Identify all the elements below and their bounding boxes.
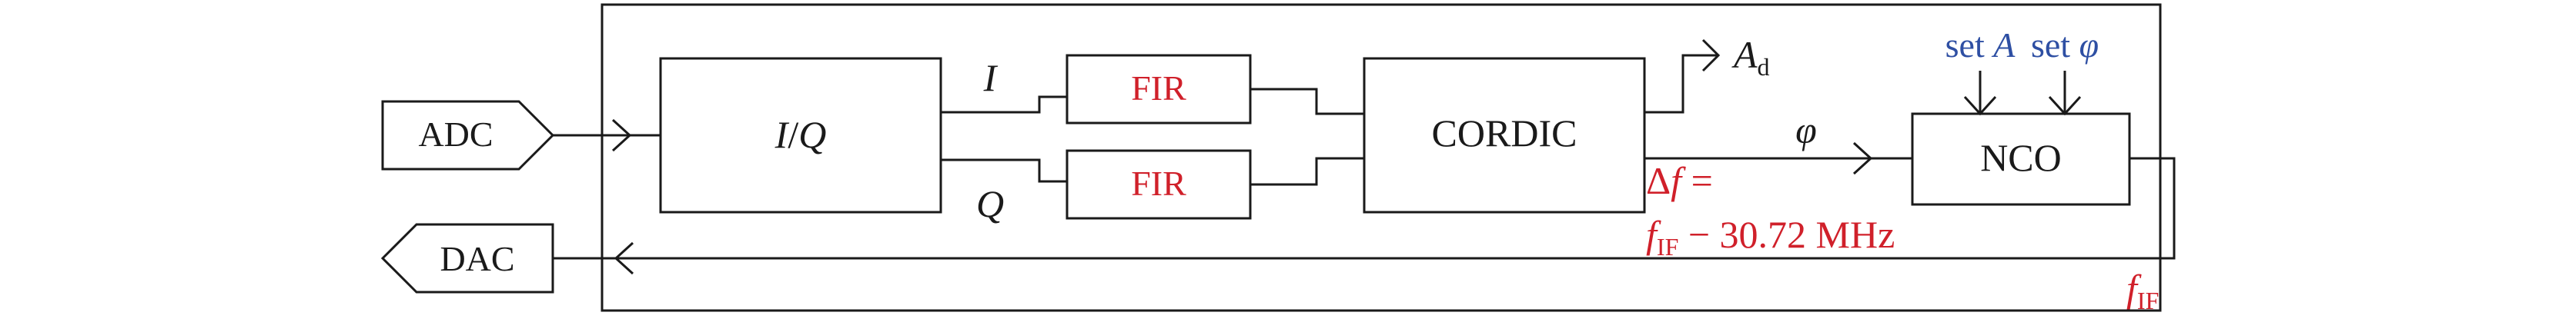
set-a-arrowhead: [1963, 95, 1997, 116]
phase-signal-label: φ: [1795, 108, 1817, 151]
if-feedback-arrowhead: [614, 241, 634, 275]
delta-f-formula: fIF − 30.72 MHz: [1646, 213, 1895, 261]
nco-block: NCO: [1911, 112, 2131, 206]
adc-label: ADC: [418, 115, 493, 154]
q-path-wire: [941, 158, 1067, 183]
i-path-wire: [941, 95, 1067, 114]
phase-arrowhead: [1852, 141, 1873, 175]
q-signal-label: Q: [976, 182, 1004, 225]
set-a-label: set A: [1945, 25, 2016, 65]
fir-bottom-label: FIR: [1131, 164, 1186, 203]
cordic-block: CORDIC: [1363, 57, 1646, 214]
iq-block-label: I/Q: [774, 113, 827, 156]
i-signal-label: I: [983, 56, 999, 99]
set-phi-label: set φ: [2031, 25, 2099, 65]
amplitude-output-arrowhead: [1701, 38, 1721, 72]
iq-demodulator-block: I/Q: [659, 57, 942, 214]
fir-bottom-to-cordic-wire: [1250, 157, 1364, 186]
fir-bottom-block: FIR: [1066, 149, 1252, 220]
nco-label: NCO: [1980, 136, 2062, 179]
dac-label: DAC: [440, 239, 514, 278]
adc-to-iq-arrowhead: [611, 118, 632, 152]
fir-top-block: FIR: [1066, 54, 1252, 125]
fir-top-label: FIR: [1131, 68, 1186, 108]
delta-f-annotation: Δf =: [1646, 159, 1713, 202]
adc-port: ADC: [381, 100, 555, 171]
fir-top-to-cordic-wire: [1250, 88, 1364, 115]
amplitude-output-wire: [1644, 54, 1718, 114]
set-phi-arrowhead: [2048, 95, 2082, 116]
iq-label-slash: /: [788, 113, 798, 156]
if-feedback-wire: [553, 157, 2176, 260]
amplitude-output-label: Ad: [1731, 33, 1770, 81]
dac-port: DAC: [380, 223, 554, 294]
cordic-label: CORDIC: [1432, 111, 1577, 155]
iq-label-i: I: [774, 113, 790, 156]
iq-label-q: Q: [798, 113, 826, 156]
